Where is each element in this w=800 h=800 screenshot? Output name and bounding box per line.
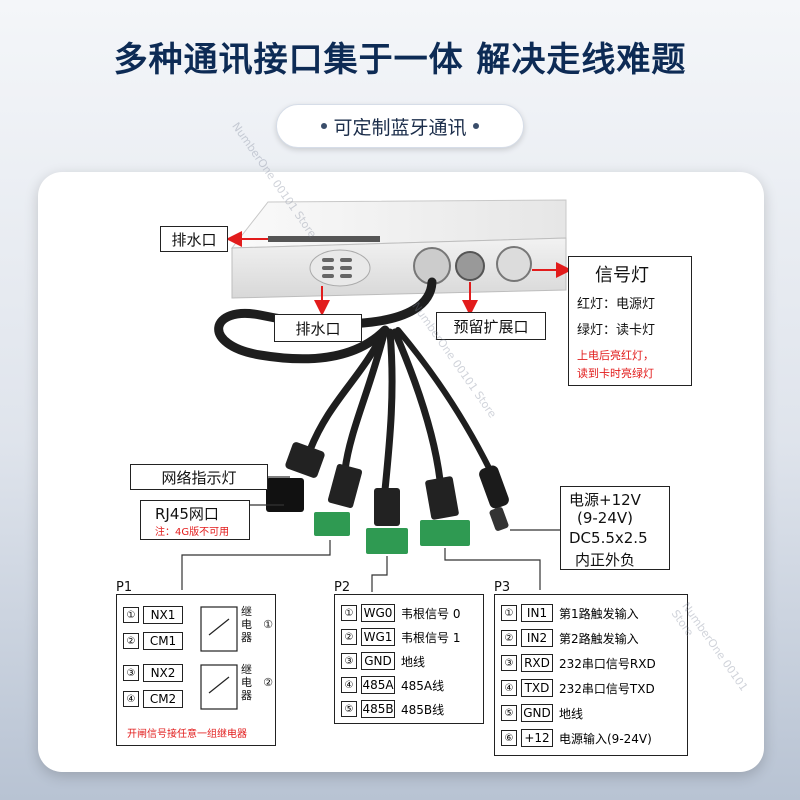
device-box: [230, 199, 567, 299]
relay-switches: [200, 606, 238, 710]
label-drain-mid: 排水口: [274, 314, 362, 342]
label-net-indicator: 网络指示灯: [130, 464, 268, 490]
leader-lines: [181, 476, 560, 592]
relay-1-char-3: 器: [241, 631, 252, 644]
subtitle-pill: 可定制蓝牙通讯: [276, 104, 524, 148]
rj45-box: RJ45网口 注：4G版不可用: [140, 500, 250, 540]
red-arrows: [226, 231, 572, 316]
relay-1-char-1: 继: [241, 605, 252, 618]
relay-2-char-1: 继: [241, 663, 252, 676]
signal-green: 绿灯：读卡灯: [577, 323, 656, 338]
dot-right-icon: [472, 123, 479, 129]
p1-title: P1: [116, 580, 133, 595]
dot-left-icon: [321, 123, 328, 129]
relay-2-char-2: 电: [241, 676, 252, 689]
p2-title: P2: [334, 580, 351, 595]
signal-lamp-box: 信号灯 红灯：电源灯 绿灯：读卡灯 上电后亮红灯， 读到卡时亮绿灯: [568, 256, 692, 386]
expansion-port: [455, 251, 485, 281]
power-line-3: DC5.5x2.5: [569, 529, 648, 547]
terminal-block-p2: [366, 528, 408, 554]
rj45-label: RJ45网口: [155, 505, 219, 523]
cables: [214, 277, 493, 494]
terminal-block-p1: [314, 512, 350, 536]
drain-slot-top: [268, 236, 380, 242]
signal-red: 红灯：电源灯: [577, 297, 656, 312]
relay-2-char-3: 器: [241, 689, 252, 702]
label-drain-top: 排水口: [160, 226, 228, 252]
signal-title: 信号灯: [595, 265, 649, 286]
relay-2-num: ②: [263, 676, 273, 689]
subtitle-text: 可定制蓝牙通讯: [333, 116, 467, 139]
signal-note-2: 读到卡时亮绿灯: [577, 367, 654, 380]
signal-note-1: 上电后亮红灯，: [577, 349, 654, 362]
p1-note: 开闸信号接任意一组继电器: [127, 729, 247, 740]
relay-1-char-2: 电: [241, 618, 252, 631]
rj45-note: 注：4G版不可用: [155, 527, 230, 538]
power-line-2: (9-24V): [577, 509, 634, 527]
terminal-block-p3: [420, 520, 470, 546]
label-expansion: 预留扩展口: [436, 312, 546, 340]
power-box: 电源+12V (9-24V) DC5.5x2.5 内正外负: [560, 486, 670, 570]
signal-lamp: [496, 246, 532, 282]
connectors: [266, 442, 509, 554]
power-line-1: 电源+12V: [569, 491, 641, 509]
power-line-4: 内正外负: [575, 551, 636, 569]
relay-1-num: ①: [263, 618, 273, 631]
p3-title: P3: [494, 580, 511, 595]
headline: 多种通讯接口集于一体 解决走线难题: [113, 40, 687, 80]
